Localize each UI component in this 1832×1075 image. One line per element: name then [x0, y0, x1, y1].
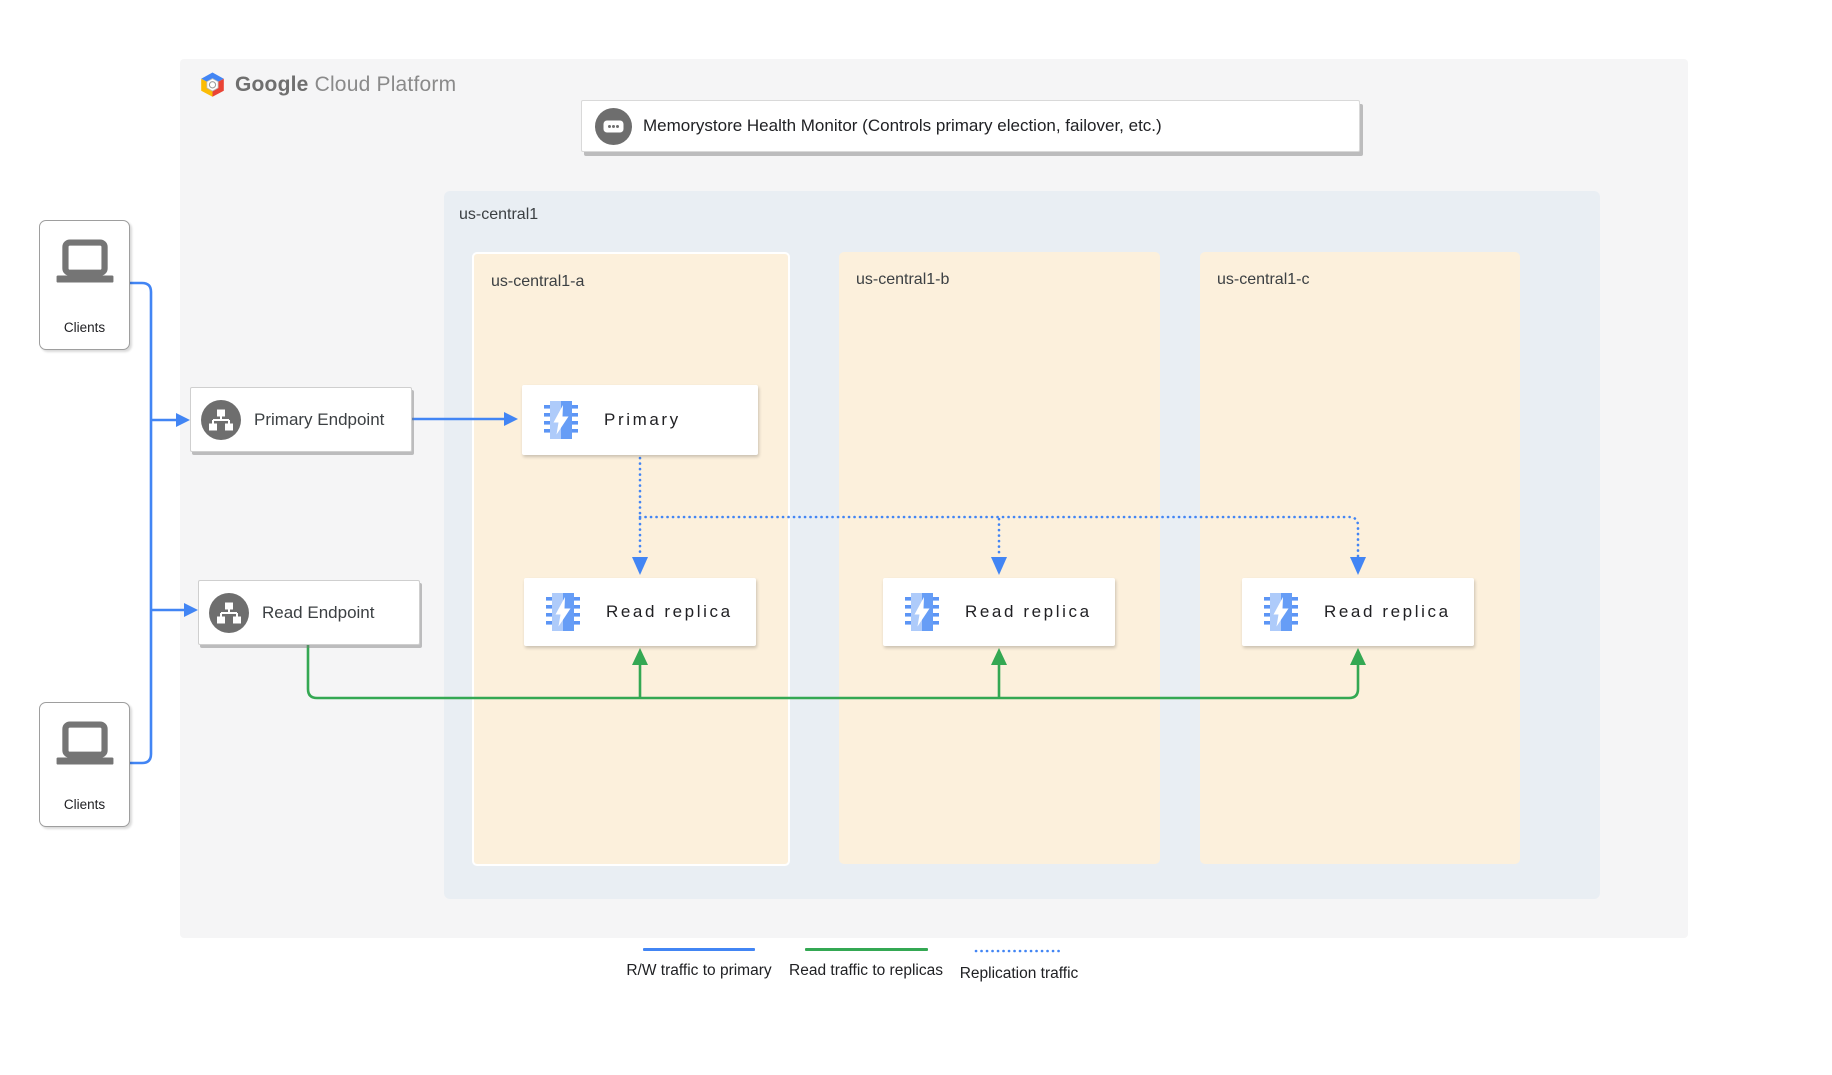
clients-top-label: Clients [63, 320, 106, 335]
laptop-icon [56, 239, 113, 283]
memorystore-chip-icon [1264, 593, 1298, 631]
read-replica-c-box: Read replica [1242, 578, 1474, 646]
zone-b-label: us-central1-b [856, 271, 950, 288]
legend-line-blue-solid [643, 948, 755, 952]
read-traffic-lines [306, 645, 1360, 700]
network-endpoint-icon [209, 592, 249, 633]
rw-traffic-lines [130, 281, 504, 765]
replication-traffic-lines [638, 456, 1360, 558]
memorystore-chip-icon [905, 593, 939, 631]
read-replica-a-box: Read replica [524, 578, 756, 646]
zone-us-central1-a: us-central1-a [472, 252, 790, 866]
logo-cloud-platform-text: Cloud Platform [314, 72, 457, 96]
logo-google-text: Google [235, 72, 309, 96]
legend-label-read: Read traffic to replicas [789, 962, 943, 980]
laptop-icon [56, 721, 113, 765]
clients-box-bottom: Clients [39, 702, 130, 827]
health-monitor-label: Memorystore Health Monitor (Controls pri… [643, 116, 1162, 135]
network-endpoint-icon [201, 399, 241, 440]
replication-arrowheads [632, 557, 1366, 575]
primary-endpoint-label: Primary Endpoint [254, 409, 385, 429]
read-replica-b-box: Read replica [883, 578, 1115, 646]
read-arrowheads [632, 648, 1366, 665]
legend-line-green-solid [804, 948, 928, 952]
legend-item-replication-traffic: Replication traffic [934, 948, 1104, 983]
zone-a-label: us-central1-a [491, 273, 585, 290]
clients-bottom-label: Clients [63, 797, 106, 812]
gcp-logo-text: Google Cloud Platform [235, 73, 456, 97]
gcp-hexagon-icon [201, 72, 224, 97]
memorystore-chip-icon [544, 401, 578, 439]
read-replica-a-label: Read replica [606, 602, 733, 621]
primary-endpoint-box: Primary Endpoint [190, 387, 412, 452]
rw-arrowheads [176, 412, 518, 617]
console-ellipsis-icon [595, 107, 632, 145]
zone-c-label: us-central1-c [1217, 271, 1310, 288]
primary-node-label: Primary [604, 410, 681, 429]
legend-label-replication: Replication traffic [959, 965, 1079, 982]
clients-box-top: Clients [39, 220, 130, 350]
legend-label-rw: R/W traffic to primary [626, 962, 772, 980]
read-endpoint-label: Read Endpoint [262, 602, 375, 622]
read-replica-b-label: Read replica [965, 602, 1092, 621]
legend-item-rw-traffic: R/W traffic to primary [614, 948, 784, 980]
gcp-logo: Google Cloud Platform [199, 72, 456, 97]
legend-line-blue-dotted [974, 949, 1064, 953]
memorystore-chip-icon [546, 593, 580, 631]
region-label: us-central1 [459, 206, 539, 223]
read-endpoint-box: Read Endpoint [198, 580, 420, 645]
primary-node-box: Primary [522, 385, 758, 455]
legend-item-read-traffic: Read traffic to replicas [781, 948, 951, 980]
read-replica-c-label: Read replica [1324, 602, 1451, 621]
health-monitor-box: Memorystore Health Monitor (Controls pri… [581, 100, 1360, 152]
